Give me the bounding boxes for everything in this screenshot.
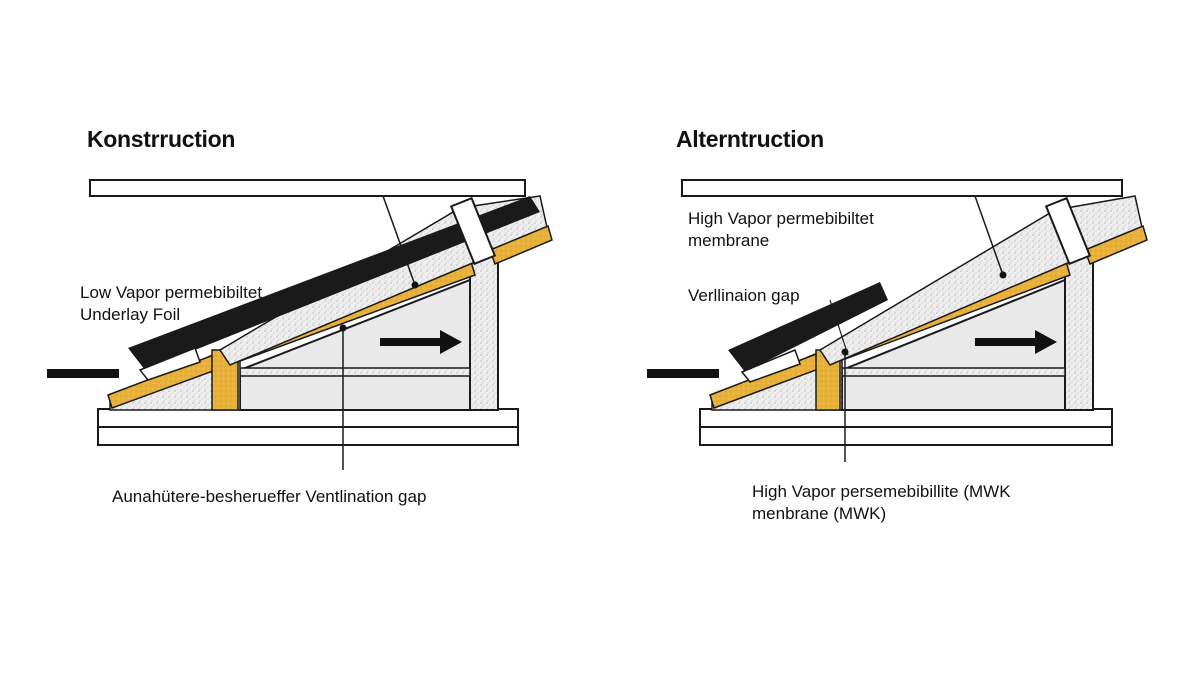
panel-title-left: Konstrruction (87, 126, 236, 152)
left-wall (469, 254, 499, 411)
left-top-beam (89, 179, 526, 197)
label-high-vapor-line2: membrane (688, 231, 770, 250)
label-mwk-line2: menbrane (MWK) (752, 504, 887, 523)
left-top-yellow (489, 224, 553, 265)
label-ventilation-gap-right: Verllinaion gap (688, 285, 800, 307)
right-flow-arrow (975, 330, 1057, 354)
right-batten (1044, 196, 1092, 266)
label-mwk-membrane: High Vapor persemebibillite (MWK menbran… (752, 481, 1011, 525)
right-top-beam (681, 179, 1123, 197)
label-low-vapor-line1: Low Vapor permebibiltet (80, 283, 263, 302)
right-wall (1064, 254, 1094, 411)
left-roof-section (47, 179, 553, 470)
left-dark-membrane (128, 196, 540, 370)
right-eave-line (647, 369, 719, 378)
leader-dot-icon (339, 324, 347, 332)
label-low-vapor-line2: Underlay Foil (80, 305, 181, 324)
label-ventilation-gap-left: Aunahütere-besherueffer Ventlination gap (112, 486, 426, 508)
left-eave-line (47, 369, 119, 378)
left-flow-arrow (380, 330, 462, 354)
leader-dot-icon (411, 281, 419, 289)
right-roof-section (647, 179, 1148, 462)
label-low-vapor-underlay: Low Vapor permebibiltet Underlay Foil (80, 282, 262, 326)
left-leader-line (382, 195, 416, 286)
right-shingle-tip (740, 349, 801, 383)
panel-title-right: Alterntruction (676, 126, 824, 152)
label-ventilation-gap-left-text: Aunahütere-besherueffer Ventlination gap (112, 487, 427, 506)
label-mwk-line1: High Vapor persemebibillite (MWK (752, 482, 1011, 501)
leader-dot-icon (999, 271, 1007, 279)
right-leader-line (974, 195, 1004, 276)
label-ventilation-gap-right-text: Verllinaion gap (688, 286, 800, 305)
right-top-yellow (1084, 224, 1148, 265)
left-batten (449, 196, 497, 266)
label-high-vapor-line1: High Vapor permebibiltet (688, 209, 874, 228)
label-high-vapor-membrane: High Vapor permebibiltet membrane (688, 208, 874, 252)
right-dark-membrane (728, 282, 888, 372)
left-shingle-tip (138, 347, 201, 381)
